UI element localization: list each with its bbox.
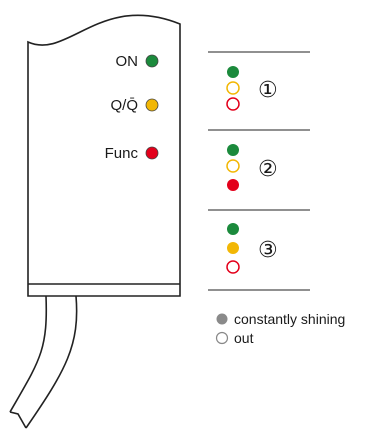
- state-3-number: ③: [258, 238, 278, 263]
- state-2-number: ②: [258, 157, 278, 182]
- state-3: ③: [226, 223, 278, 274]
- led-func-indicator: [145, 146, 159, 160]
- state-1-red-led: [226, 97, 240, 111]
- legend: constantly shining out: [215, 311, 345, 346]
- state-3-green-led: [227, 223, 239, 235]
- state-1-number: ①: [258, 78, 278, 103]
- led-label-func: Func: [105, 145, 139, 162]
- state-1: ①: [226, 66, 278, 111]
- state-3-red-led: [226, 260, 240, 274]
- led-q-indicator: [145, 98, 159, 112]
- state-1-green-led: [227, 66, 239, 78]
- device-led-q: Q/Q̄: [110, 97, 159, 114]
- legend-out-label: out: [234, 330, 254, 346]
- legend-empty-icon: [215, 331, 229, 345]
- sensor-device: [9, 14, 181, 429]
- cable-left-edge: [9, 295, 48, 413]
- state-3-yellow-led: [227, 242, 239, 254]
- state-2-green-led: [227, 144, 239, 156]
- state-2-yellow-led: [226, 159, 240, 173]
- state-2: ②: [226, 144, 278, 191]
- state-1-yellow-led: [226, 81, 240, 95]
- device-housing: [27, 14, 181, 297]
- device-led-func: Func: [105, 145, 159, 162]
- led-label-on: ON: [116, 53, 139, 70]
- led-label-q: Q/Q̄: [110, 97, 138, 114]
- cable-right-edge: [25, 295, 78, 429]
- state-table-separators: [208, 51, 310, 291]
- led-on-indicator: [145, 54, 159, 68]
- legend-filled-icon: [216, 313, 228, 325]
- state-2-red-led: [227, 179, 239, 191]
- cable-end: [9, 411, 27, 429]
- device-led-ons: ON: [116, 53, 159, 70]
- legend-shining-label: constantly shining: [234, 311, 345, 327]
